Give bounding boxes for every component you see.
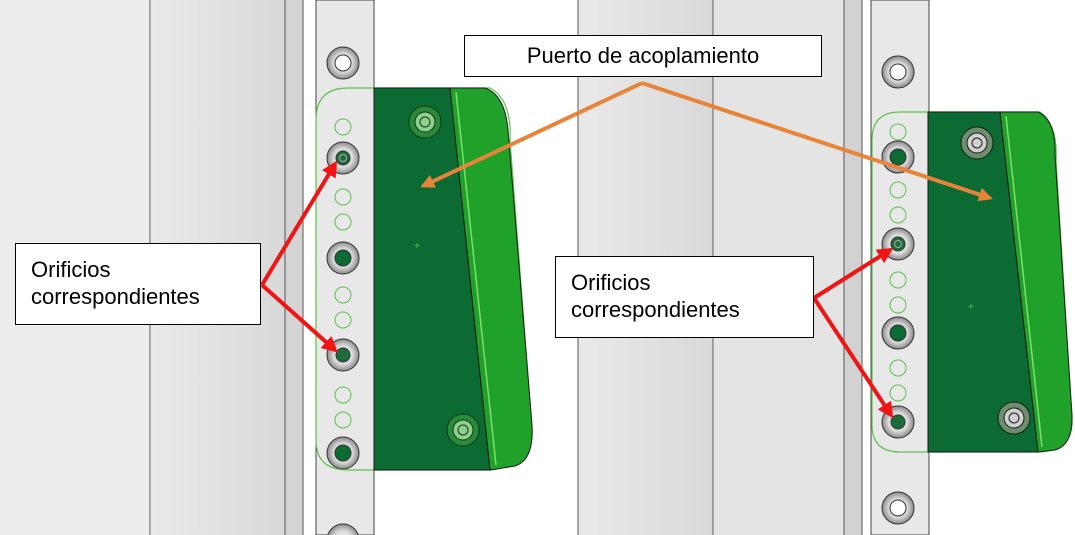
matching-holes-line2-right: correspondientes — [571, 297, 740, 322]
orange-arrow-left — [420, 81, 643, 188]
hole-icon — [881, 316, 915, 350]
docking-port-text: Puerto de acoplamiento — [526, 43, 760, 68]
screw-head-icon — [446, 413, 480, 447]
hole-icon — [334, 188, 352, 206]
red-arrow-down-right — [812, 296, 894, 419]
hole-icon — [334, 311, 352, 329]
hole-icon — [889, 296, 907, 314]
hole-icon — [334, 386, 352, 404]
svg-text:+: + — [414, 241, 420, 252]
hole-icon — [881, 55, 915, 89]
screw-head-icon — [997, 401, 1031, 435]
hole-icon — [334, 118, 352, 136]
hole-icon — [881, 227, 915, 261]
left-docking-plate: + — [315, 87, 533, 471]
red-arrow-up-left — [260, 160, 338, 287]
hole-icon — [881, 491, 915, 525]
hole-icon — [889, 123, 907, 141]
matching-holes-line1-right: Orificios — [571, 270, 651, 295]
matching-holes-line1-left: Orificios — [31, 257, 111, 282]
hole-icon — [334, 411, 352, 429]
hole-icon — [889, 384, 907, 402]
hole-icon — [326, 338, 360, 372]
hole-icon — [334, 286, 352, 304]
orange-arrow-right — [641, 81, 993, 202]
matching-holes-label-right: Orificios correspondientes — [555, 256, 814, 338]
red-arrow-down-left — [260, 283, 338, 353]
red-arrow-up-right — [812, 247, 894, 300]
hole-icon — [889, 181, 907, 199]
right-docking-plate: + — [871, 111, 1073, 453]
svg-text:+: + — [968, 302, 974, 313]
hole-icon — [326, 46, 360, 80]
docking-port-label: Puerto de acoplamiento — [464, 35, 822, 77]
hole-icon — [889, 271, 907, 289]
hole-icon — [327, 523, 359, 535]
hole-icon — [326, 241, 360, 275]
matching-holes-label-left: Orificios correspondientes — [15, 243, 261, 325]
hole-icon — [889, 359, 907, 377]
screw-head-icon — [960, 126, 994, 160]
screw-head-icon — [408, 105, 442, 139]
hole-icon — [889, 206, 907, 224]
docking-port-arrows — [420, 81, 993, 202]
matching-holes-line2-left: correspondientes — [31, 284, 200, 309]
holes-arrows-left — [260, 160, 338, 353]
hole-icon — [334, 213, 352, 231]
hole-icon — [326, 436, 360, 470]
holes-arrows-right — [812, 247, 894, 419]
